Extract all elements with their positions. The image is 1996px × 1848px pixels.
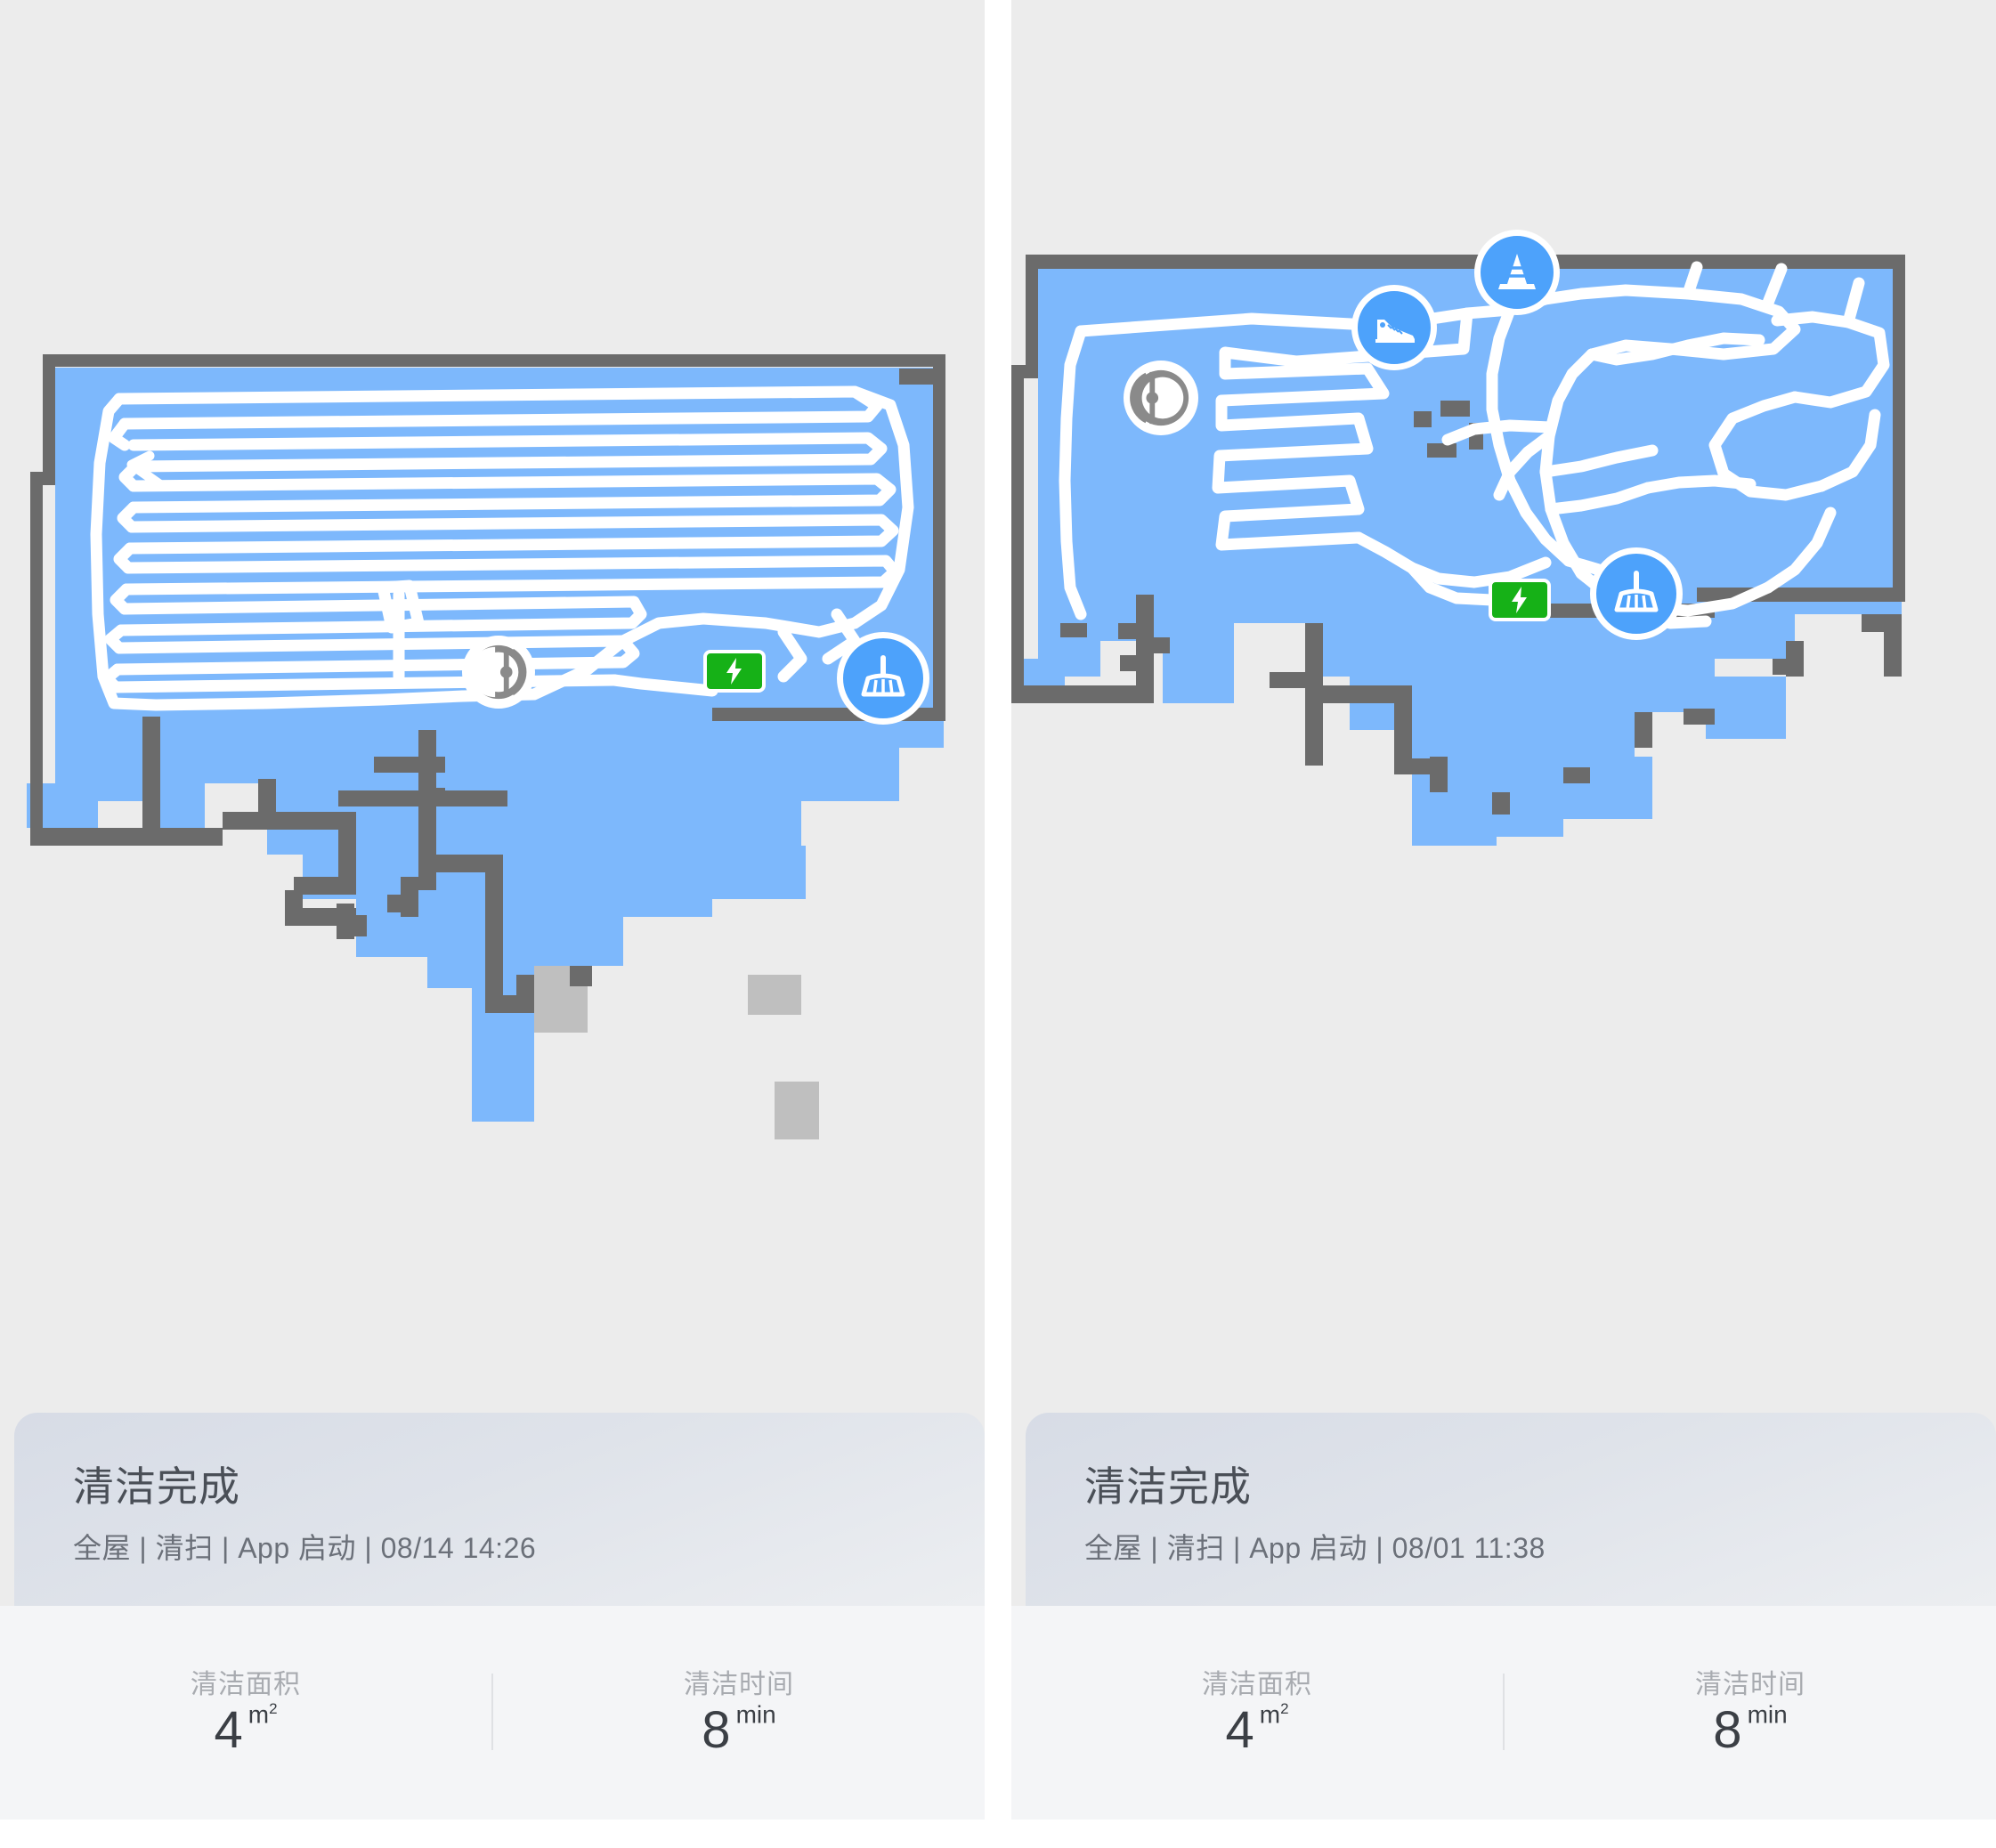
stats-divider: [1503, 1674, 1505, 1750]
stat-number: 8: [1713, 1701, 1742, 1759]
stat-clean-area: 清洁面积 4 m2: [1011, 1606, 1503, 1756]
stat-unit-text: m: [247, 1700, 270, 1729]
stat-unit: m2: [248, 1701, 278, 1727]
stat-unit-text: min: [1747, 1700, 1788, 1729]
battery-bolt-icon: [1512, 587, 1527, 613]
robot-icon: [1130, 369, 1189, 426]
cleaning-record-panel-right: 清洁完成 全屋 | 清扫 | App 启动 | 08/01 11:38 清洁面积…: [1011, 0, 1996, 1848]
broom-icon: [861, 655, 905, 697]
status-card[interactable]: 清洁完成 全屋 | 清扫 | App 启动 | 08/14 14:26: [14, 1413, 985, 1606]
stat-number: 4: [1225, 1701, 1254, 1759]
robot-marker[interactable]: [462, 636, 535, 709]
stat-unit-text: m: [1259, 1700, 1281, 1729]
cleaning-map-left[interactable]: [0, 0, 985, 1447]
status-title: 清洁完成: [73, 1463, 240, 1510]
stat-clean-area: 清洁面积 4 m2: [0, 1606, 491, 1756]
stat-unit: min: [736, 1701, 776, 1727]
robot-icon: [469, 644, 527, 700]
stat-value: 4 m2: [1225, 1701, 1288, 1759]
stat-number: 4: [214, 1701, 243, 1759]
panel-bottom-fill: [1011, 1820, 1996, 1848]
stat-value: 8 min: [1713, 1701, 1787, 1759]
stat-unit: min: [1748, 1701, 1788, 1727]
cleaning-zone-marker[interactable]: [1590, 547, 1683, 640]
broom-icon: [1614, 571, 1659, 612]
cleaning-zone-marker[interactable]: [837, 632, 929, 725]
stat-label: 清洁时间: [1695, 1670, 1805, 1699]
status-title: 清洁完成: [1084, 1463, 1252, 1510]
status-subtitle: 全屋 | 清扫 | App 启动 | 08/01 11:38: [1084, 1531, 1546, 1564]
stat-label: 清洁面积: [191, 1670, 301, 1699]
cleaning-map-right[interactable]: [1011, 0, 1996, 1447]
robot-marker[interactable]: [1124, 361, 1198, 435]
map-canvas-right: [1011, 255, 1905, 846]
stats-row: 清洁面积 4 m2 清洁时间 8 min: [0, 1606, 985, 1820]
stat-label: 清洁面积: [1202, 1670, 1312, 1699]
obstacle-shoe-marker[interactable]: [1351, 285, 1437, 370]
stat-unit: m2: [1260, 1701, 1289, 1727]
stat-number: 8: [702, 1701, 731, 1759]
obstacle-cone-marker[interactable]: [1474, 230, 1560, 315]
stats-row: 清洁面积 4 m2 清洁时间 8 min: [1011, 1606, 1996, 1820]
status-card[interactable]: 清洁完成 全屋 | 清扫 | App 启动 | 08/01 11:38: [1026, 1413, 1996, 1606]
stat-clean-time: 清洁时间 8 min: [493, 1606, 985, 1756]
map-canvas-left: [27, 354, 945, 1139]
panel-bottom-fill: [0, 1820, 985, 1848]
sneaker-icon: [1375, 320, 1415, 343]
traffic-cone-icon: [1498, 254, 1536, 289]
charging-dock-marker[interactable]: [1489, 579, 1551, 621]
charging-dock-marker[interactable]: [703, 650, 766, 693]
status-subtitle: 全屋 | 清扫 | App 启动 | 08/14 14:26: [73, 1531, 537, 1564]
battery-bolt-icon: [726, 658, 742, 685]
stat-unit-text: min: [735, 1700, 776, 1729]
stat-clean-time: 清洁时间 8 min: [1505, 1606, 1996, 1756]
stat-label: 清洁时间: [684, 1670, 794, 1699]
stat-unit-exponent: 2: [269, 1700, 278, 1717]
stats-divider: [491, 1674, 493, 1750]
cleaning-record-panel-left: 清洁完成 全屋 | 清扫 | App 启动 | 08/14 14:26 清洁面积…: [0, 0, 985, 1848]
stat-value: 8 min: [702, 1701, 775, 1759]
stat-unit-exponent: 2: [1280, 1700, 1289, 1717]
stat-value: 4 m2: [214, 1701, 277, 1759]
